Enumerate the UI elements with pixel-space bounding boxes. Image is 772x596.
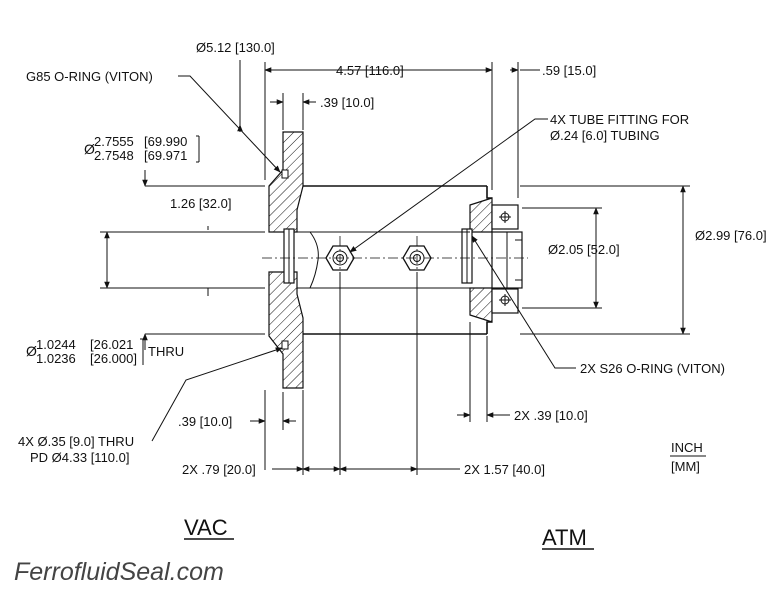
centerlines [262,236,528,280]
pilot-length-dim: 1.26 [32.0] [170,196,231,211]
units-primary: INCH [671,440,703,455]
atm-groove-dim: 2X .39 [10.0] [514,408,588,423]
atm-label: ATM [542,525,587,550]
o-ring-groove-bottom [281,340,289,350]
fitting-spacing-dim: 2X 1.57 [40.0] [464,462,545,477]
oring-vac-callout: G85 O-RING (VITON) [26,69,153,84]
pilot-dia-upper-in: 2.7555 [94,134,134,149]
flange [268,131,304,389]
fitting-offset-dim: 2X .79 [20.0] [182,462,256,477]
atm-projection-dim: .59 [15.0] [542,63,596,78]
pilot-dia-lower-in: 2.7548 [94,148,134,163]
pilot-dia-lower-mm: [69.971 [144,148,187,163]
watermark: FerrofluidSeal.com [14,558,224,586]
bore-dia-lower-mm: [26.000] [90,351,137,366]
vac-label: VAC [184,515,228,540]
inner-bearings [283,228,473,289]
o-ring-groove-top [281,169,289,179]
flange-od-dim: Ø5.12 [130.0] [196,40,275,55]
flange-thickness-bottom-dim: .39 [10.0] [178,414,232,429]
holes-callout-2: PD Ø4.33 [110.0] [30,450,130,465]
bore-dia-suffix: THRU [148,344,184,359]
housing [303,185,493,335]
bore-dia-upper-mm: [26.021 [90,337,133,352]
tube-fitting-callout-1: 4X TUBE FITTING FOR [550,112,689,127]
pilot-dia-upper-mm: [69.990 [144,134,187,149]
tube-fitting-callout-2: Ø.24 [6.0] TUBING [550,128,660,143]
bore-dia-prefix: Ø [26,343,37,359]
flange-thickness-dim: .39 [10.0] [320,95,374,110]
oring-atm-callout: 2X S26 O-RING (VITON) [580,361,725,376]
bore-dia-upper-in: 1.0244 [36,337,76,352]
overall-length-dim: 4.57 [116.0] [336,63,404,78]
leaders [151,75,576,442]
bore-dia-lower-in: 1.0236 [36,351,76,366]
housing-od-dim: Ø2.99 [76.0] [695,228,767,243]
units-secondary: [MM] [671,459,700,474]
pilot-dia-prefix: Ø [84,141,95,157]
atm-end-cap [491,204,523,314]
shaft-dia-dim: Ø2.05 [52.0] [548,242,620,257]
dimension-lines [100,60,690,475]
holes-callout-1: 4X Ø.35 [9.0] THRU [18,434,134,449]
